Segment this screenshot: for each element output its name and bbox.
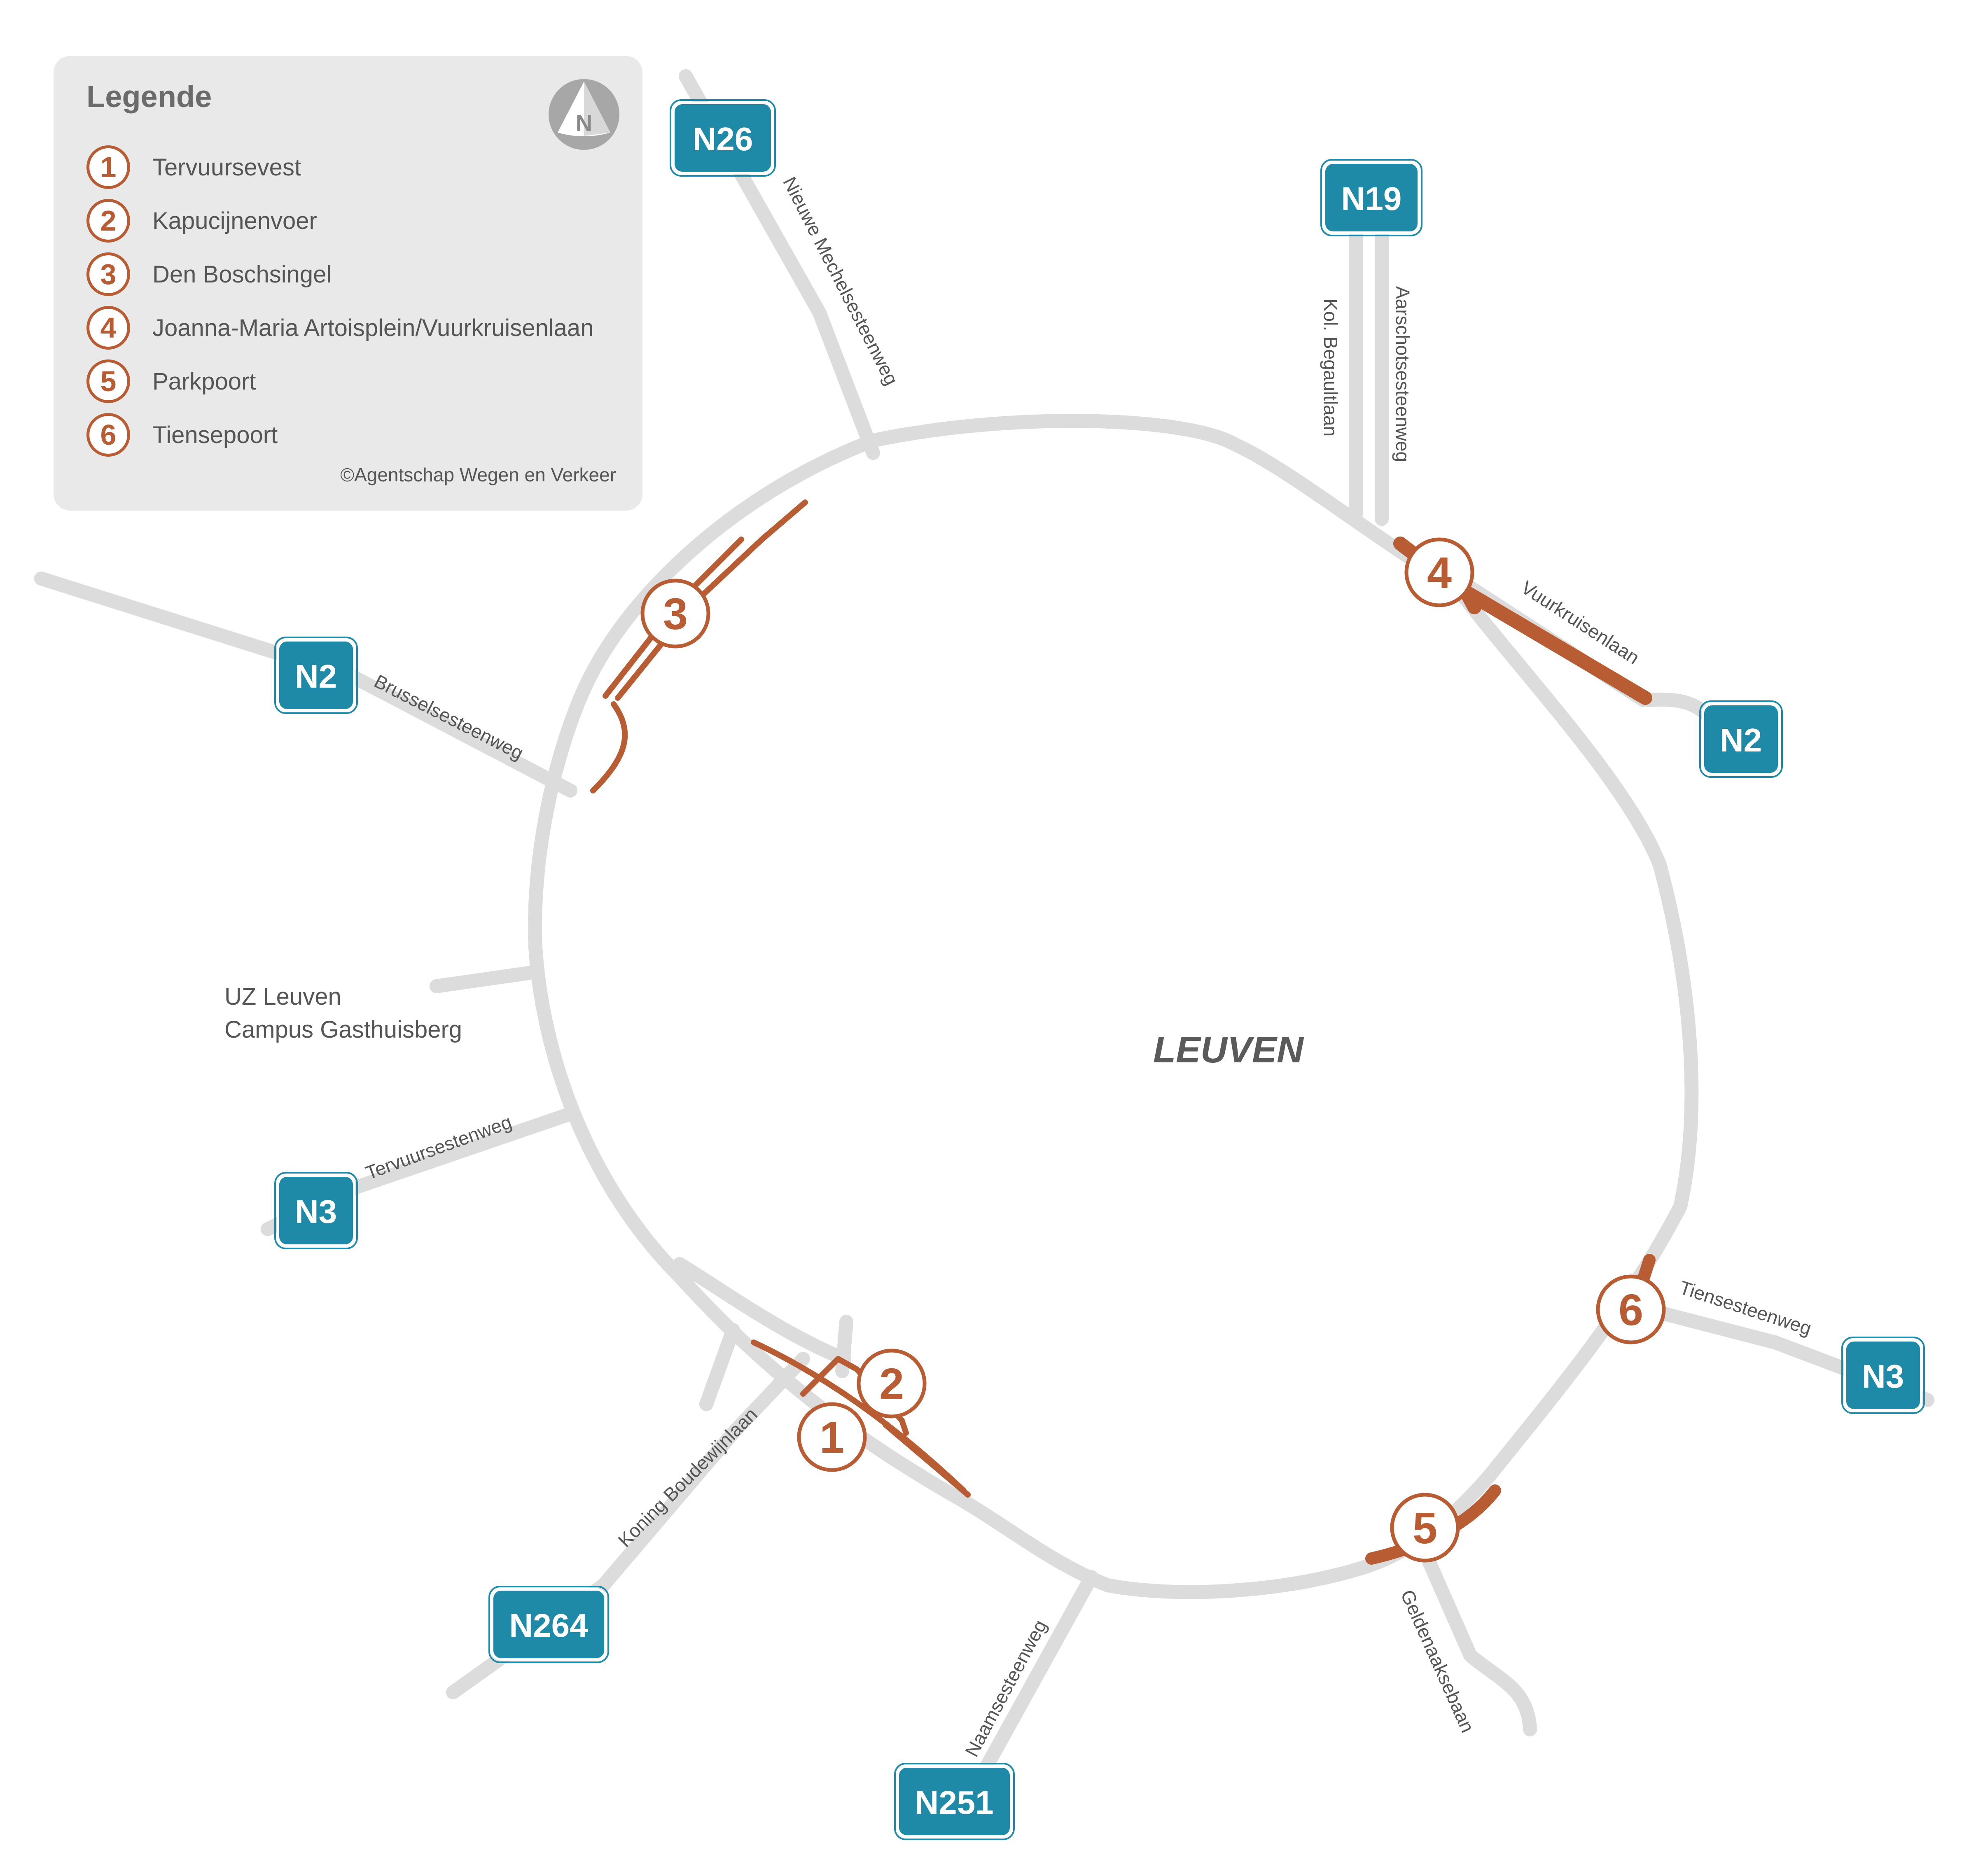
shield-n26: N26 bbox=[670, 99, 776, 177]
shield-n3-east-text: N3 bbox=[1862, 1358, 1904, 1395]
marker-5: 5 bbox=[1390, 1493, 1460, 1563]
route-shields: N26 N19 N2 N2 N3 N3 bbox=[274, 99, 1925, 1840]
road-uz-leuven bbox=[430, 965, 544, 993]
shield-n251-text: N251 bbox=[915, 1784, 993, 1821]
legend-label-1: Tervuursevest bbox=[152, 154, 301, 181]
marker-3-text: 3 bbox=[663, 589, 688, 639]
road-geldenaaksebaan bbox=[1418, 1545, 1537, 1736]
road-spur-1 bbox=[699, 1323, 740, 1411]
legend-badge-3: 3 bbox=[86, 252, 130, 296]
shield-n3-west: N3 bbox=[274, 1172, 358, 1249]
legend-label-6: Tiensepoort bbox=[152, 421, 278, 448]
legend-item-1: 1 Tervuursevest bbox=[86, 142, 301, 192]
legend-badge-4: 4 bbox=[86, 306, 130, 350]
legend-panel: Legende N 1 Tervuursevest 2 Kapucijnenvo… bbox=[54, 56, 642, 511]
marker-2-text: 2 bbox=[879, 1359, 904, 1409]
legend-label-2: Kapucijnenvoer bbox=[152, 207, 317, 234]
copyright-text: ©Agentschap Wegen en Verkeer bbox=[340, 464, 616, 485]
marker-2: 2 bbox=[857, 1349, 927, 1419]
city-label: LEUVEN bbox=[1153, 1029, 1304, 1071]
shield-n264-text: N264 bbox=[509, 1607, 588, 1644]
legend-item-3: 3 Den Boschsingel bbox=[86, 250, 332, 299]
marker-1-text: 1 bbox=[820, 1412, 844, 1462]
road-inner-link bbox=[673, 1257, 851, 1366]
legend-badge-5: 5 bbox=[86, 359, 130, 403]
compass-letter: N bbox=[576, 110, 592, 136]
legend-badge-2: 2 bbox=[86, 199, 130, 243]
uz-leuven-label: UZ Leuven bbox=[224, 983, 341, 1010]
marker-6: 6 bbox=[1596, 1274, 1666, 1344]
shield-n19-text: N19 bbox=[1341, 180, 1402, 217]
works-kapucijnenvoer-2 bbox=[883, 1422, 971, 1498]
shield-n2-west: N2 bbox=[274, 637, 358, 714]
legend-label-5: Parkpoort bbox=[152, 368, 256, 395]
shield-n264: N264 bbox=[488, 1586, 609, 1663]
ring-road bbox=[528, 414, 1699, 1599]
label-kol-begaultlaan: Kol. Begaultlaan bbox=[1320, 299, 1341, 436]
campus-gasthuisberg-label: Campus Gasthuisberg bbox=[224, 1016, 462, 1043]
legend-item-5: 5 Parkpoort bbox=[86, 357, 256, 406]
label-brusselsesteenweg: Brusselsesteenweg bbox=[371, 670, 527, 764]
works-den-boschsingel-2 bbox=[615, 499, 808, 701]
marker-4-text: 4 bbox=[1427, 548, 1452, 597]
marker-6-text: 6 bbox=[1619, 1285, 1643, 1335]
legend-item-2: 2 Kapucijnenvoer bbox=[86, 196, 317, 245]
works-kapucijnenvoer bbox=[800, 1356, 909, 1436]
legend-badge-1: 1 bbox=[86, 145, 130, 189]
marker-5-text: 5 bbox=[1413, 1503, 1437, 1553]
marker-4: 4 bbox=[1404, 537, 1474, 607]
legend-title: Legende bbox=[86, 79, 212, 114]
legend-label-3: Den Boschsingel bbox=[152, 261, 332, 288]
label-koning-boudewijnlaan: Koning Boudewijnlaan bbox=[614, 1403, 761, 1551]
work-markers: 3 4 2 1 5 6 bbox=[640, 537, 1666, 1563]
roadworks bbox=[590, 499, 1656, 1565]
shield-n19: N19 bbox=[1320, 159, 1422, 236]
legend-item-4: 4 Joanna-Maria Artoisplein/Vuurkruisenla… bbox=[86, 303, 593, 352]
legend-badge-6: 6 bbox=[86, 413, 130, 457]
shield-n3-west-text: N3 bbox=[295, 1193, 337, 1230]
works-den-boschsingel-3 bbox=[590, 701, 628, 793]
shield-n251: N251 bbox=[894, 1763, 1015, 1840]
shield-n2-east-text: N2 bbox=[1720, 722, 1762, 758]
north-arrow-icon: N bbox=[549, 79, 619, 150]
shield-n26-text: N26 bbox=[693, 121, 753, 157]
label-aarschotsesteenweg: Aarschotsesteenweg bbox=[1392, 286, 1413, 462]
road-n251 bbox=[977, 1570, 1098, 1778]
marker-3: 3 bbox=[640, 579, 710, 649]
shield-n2-west-text: N2 bbox=[295, 658, 337, 695]
marker-1: 1 bbox=[797, 1402, 867, 1472]
shield-n3-east: N3 bbox=[1841, 1337, 1925, 1414]
legend-label-4: Joanna-Maria Artoisplein/Vuurkruisenlaan bbox=[152, 314, 594, 341]
legend-item-6: 6 Tiensepoort bbox=[86, 410, 278, 460]
shield-n2-east: N2 bbox=[1699, 700, 1783, 778]
